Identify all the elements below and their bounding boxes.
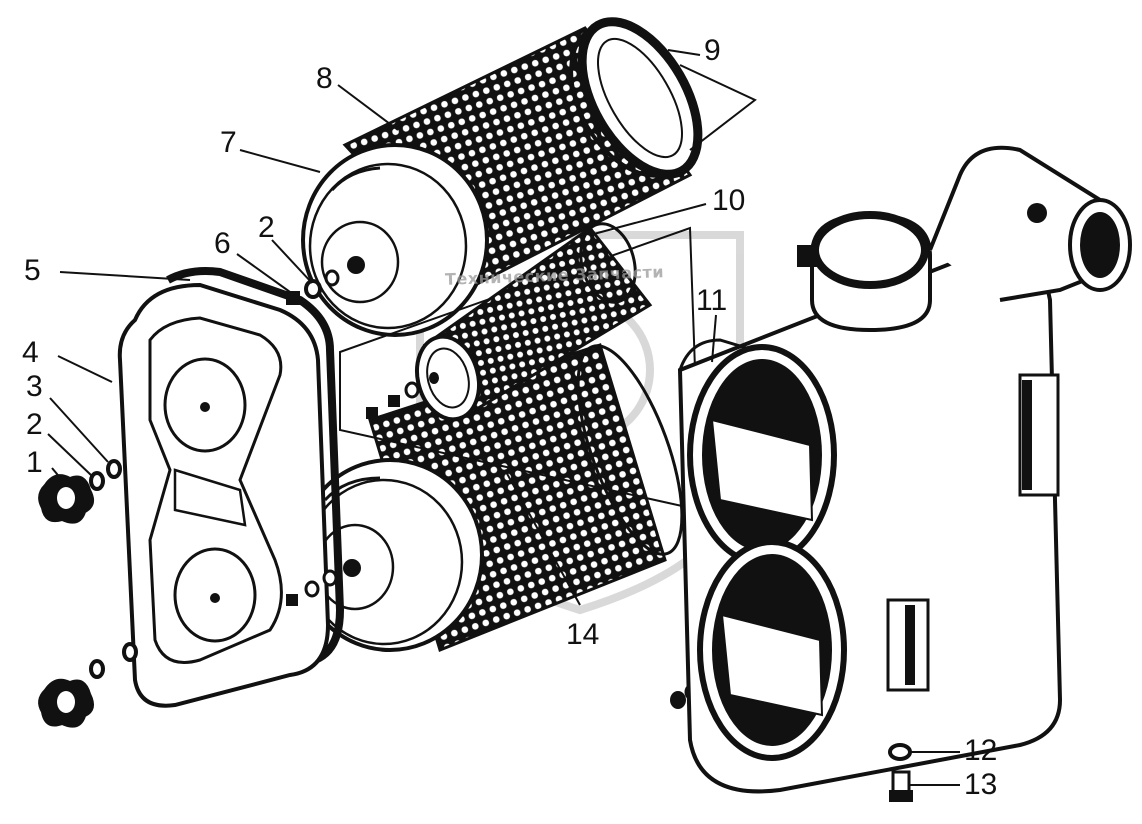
leader-lines — [47, 49, 960, 786]
callout-2-upper: 2 — [258, 211, 275, 244]
callout-9: 9 — [704, 34, 721, 67]
callout-3: 3 — [26, 370, 43, 403]
cover-gasket — [166, 267, 345, 669]
wing-nut-upper — [38, 474, 95, 524]
inner-safety-filter — [415, 222, 653, 422]
callout-13: 13 — [964, 768, 998, 801]
bolt — [889, 770, 913, 802]
callout-12: 12 — [964, 734, 998, 767]
callout-8: 8 — [316, 62, 333, 95]
callout-14: 14 — [566, 618, 600, 651]
small-nuts-washers — [286, 269, 700, 709]
callout-2-lower: 2 — [26, 408, 43, 441]
housing-cover — [117, 282, 331, 708]
upper-filter-end-cap — [301, 143, 489, 337]
washers-lower — [89, 642, 138, 679]
callout-6: 6 — [214, 227, 231, 260]
filter-housing-body — [677, 145, 1132, 794]
callout-7: 7 — [220, 126, 237, 159]
upper-gasket-ring — [577, 17, 703, 179]
washers-upper — [89, 459, 122, 491]
callout-10: 10 — [712, 184, 746, 217]
wing-nut-lower — [38, 678, 95, 728]
callout-11: 11 — [696, 284, 728, 317]
callout-1: 1 — [26, 446, 43, 479]
callout-5: 5 — [24, 254, 41, 287]
callout-4: 4 — [22, 336, 39, 369]
